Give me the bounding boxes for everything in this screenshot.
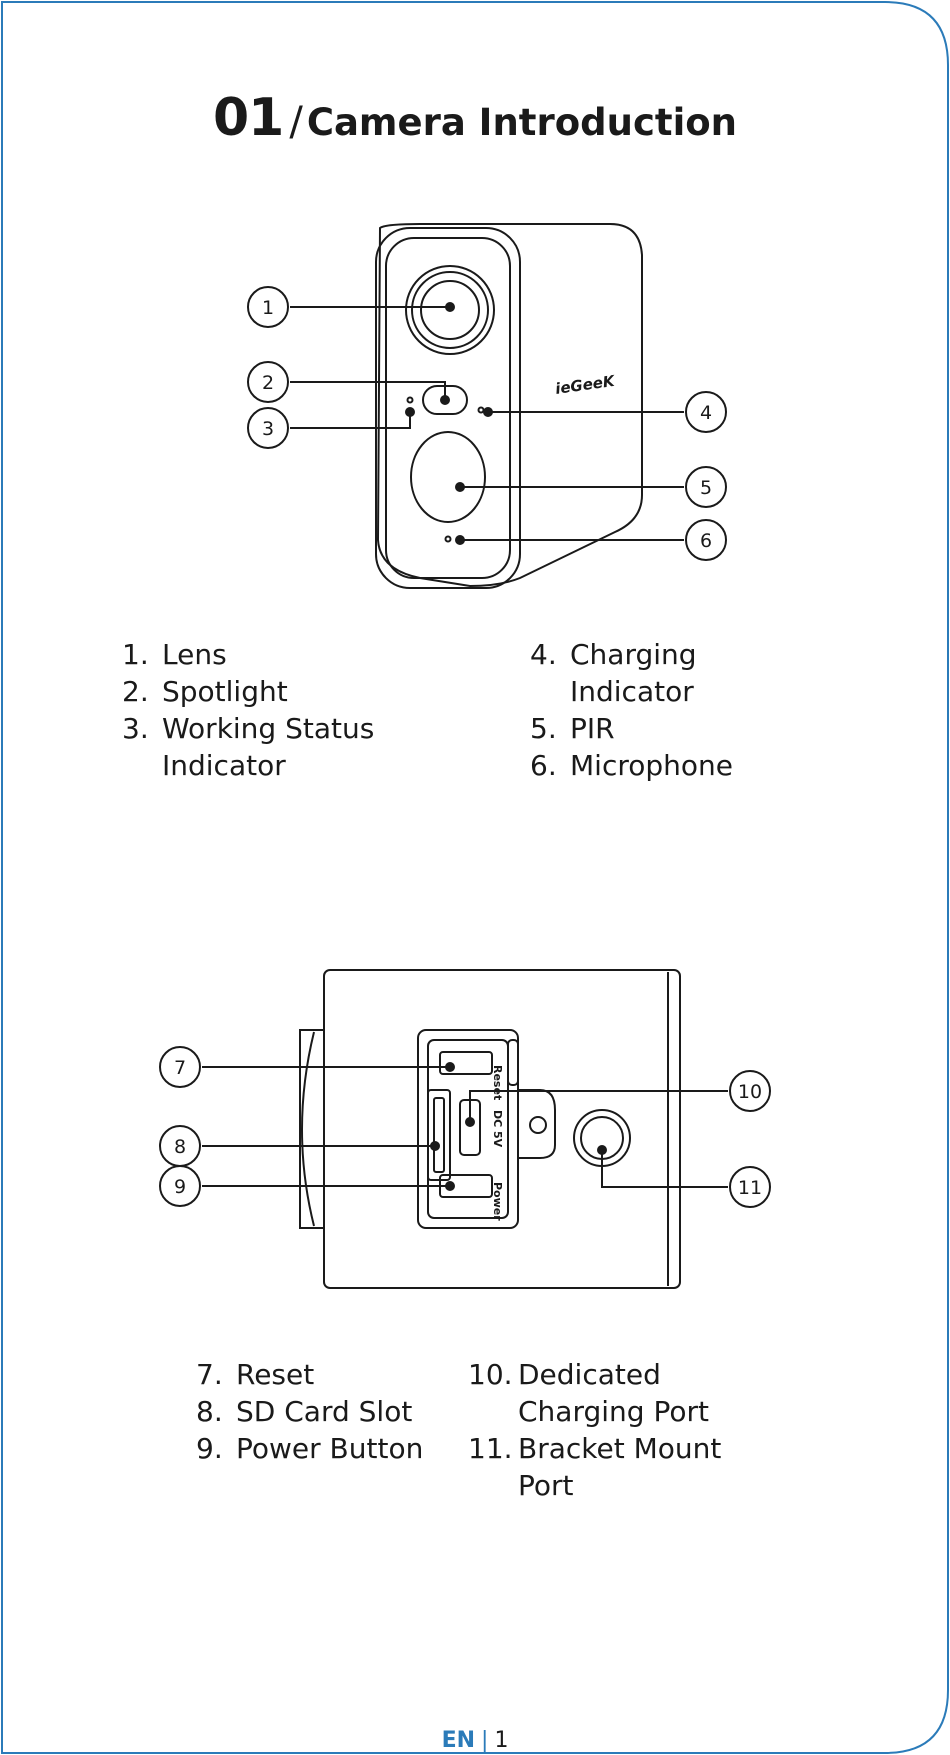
callout-4: 4 — [686, 392, 726, 432]
legend-item: 11.Bracket Mount Port — [468, 1430, 758, 1504]
callout-5: 5 — [686, 467, 726, 507]
svg-text:6: 6 — [700, 530, 712, 552]
svg-text:7: 7 — [174, 1057, 186, 1079]
svg-text:8: 8 — [174, 1136, 186, 1158]
language-label: EN — [442, 1728, 475, 1753]
callout-6: 6 — [686, 520, 726, 560]
reset-label: Reset — [491, 1065, 504, 1100]
callout-8: 8 — [160, 1126, 200, 1166]
page-number: 1 — [494, 1728, 508, 1753]
front-callout-lines — [290, 303, 684, 544]
camera-front-illustration — [376, 224, 642, 588]
front-legend-left: 1.Lens 2.Spotlight 3.Working Status Indi… — [122, 636, 442, 784]
legend-item: 5.PIR — [530, 710, 820, 747]
callout-3: 3 — [248, 408, 288, 448]
svg-text:4: 4 — [700, 402, 712, 424]
brand-logo: ieGeeK — [554, 372, 617, 398]
camera-bottom-illustration — [300, 970, 680, 1288]
callout-11: 11 — [730, 1167, 770, 1207]
callout-2: 2 — [248, 362, 288, 402]
svg-text:5: 5 — [700, 477, 712, 499]
svg-text:9: 9 — [174, 1176, 186, 1198]
svg-text:10: 10 — [738, 1081, 762, 1103]
bottom-callout-markers: 7 8 9 10 11 — [160, 1047, 770, 1207]
legend-item: 6.Microphone — [530, 747, 820, 784]
footer-separator: | — [481, 1728, 488, 1753]
svg-text:11: 11 — [738, 1177, 762, 1199]
front-legend-right: 4.Charging Indicator 5.PIR 6.Microphone — [530, 636, 820, 784]
legend-item: 1.Lens — [122, 636, 442, 673]
legend-item: 9.Power Button — [196, 1430, 476, 1467]
bottom-legend-left: 7.Reset 8.SD Card Slot 9.Power Button — [196, 1356, 476, 1467]
svg-text:3: 3 — [262, 418, 274, 440]
legend-item: 7.Reset — [196, 1356, 476, 1393]
svg-text:1: 1 — [262, 297, 274, 319]
callout-7: 7 — [160, 1047, 200, 1087]
bottom-callout-lines — [202, 1063, 728, 1190]
pir-sensor-icon — [411, 432, 485, 522]
callout-1: 1 — [248, 287, 288, 327]
legend-item: 2.Spotlight — [122, 673, 442, 710]
callout-10: 10 — [730, 1071, 770, 1111]
legend-item: 8.SD Card Slot — [196, 1393, 476, 1430]
dc-label: DC 5V — [491, 1110, 504, 1148]
bottom-legend-right: 10.Dedicated Charging Port 11.Bracket Mo… — [468, 1356, 768, 1504]
front-callout-markers: 1 2 3 4 5 6 — [248, 287, 726, 560]
page-footer: EN|1 — [0, 1728, 950, 1753]
callout-9: 9 — [160, 1166, 200, 1206]
legend-item: 3.Working Status Indicator — [122, 710, 412, 784]
sd-card-slot-icon — [428, 1090, 450, 1180]
legend-item: 10.Dedicated Charging Port — [468, 1356, 773, 1430]
legend-item: 4.Charging Indicator — [530, 636, 750, 710]
svg-text:2: 2 — [262, 372, 274, 394]
power-label: Power — [491, 1182, 504, 1221]
